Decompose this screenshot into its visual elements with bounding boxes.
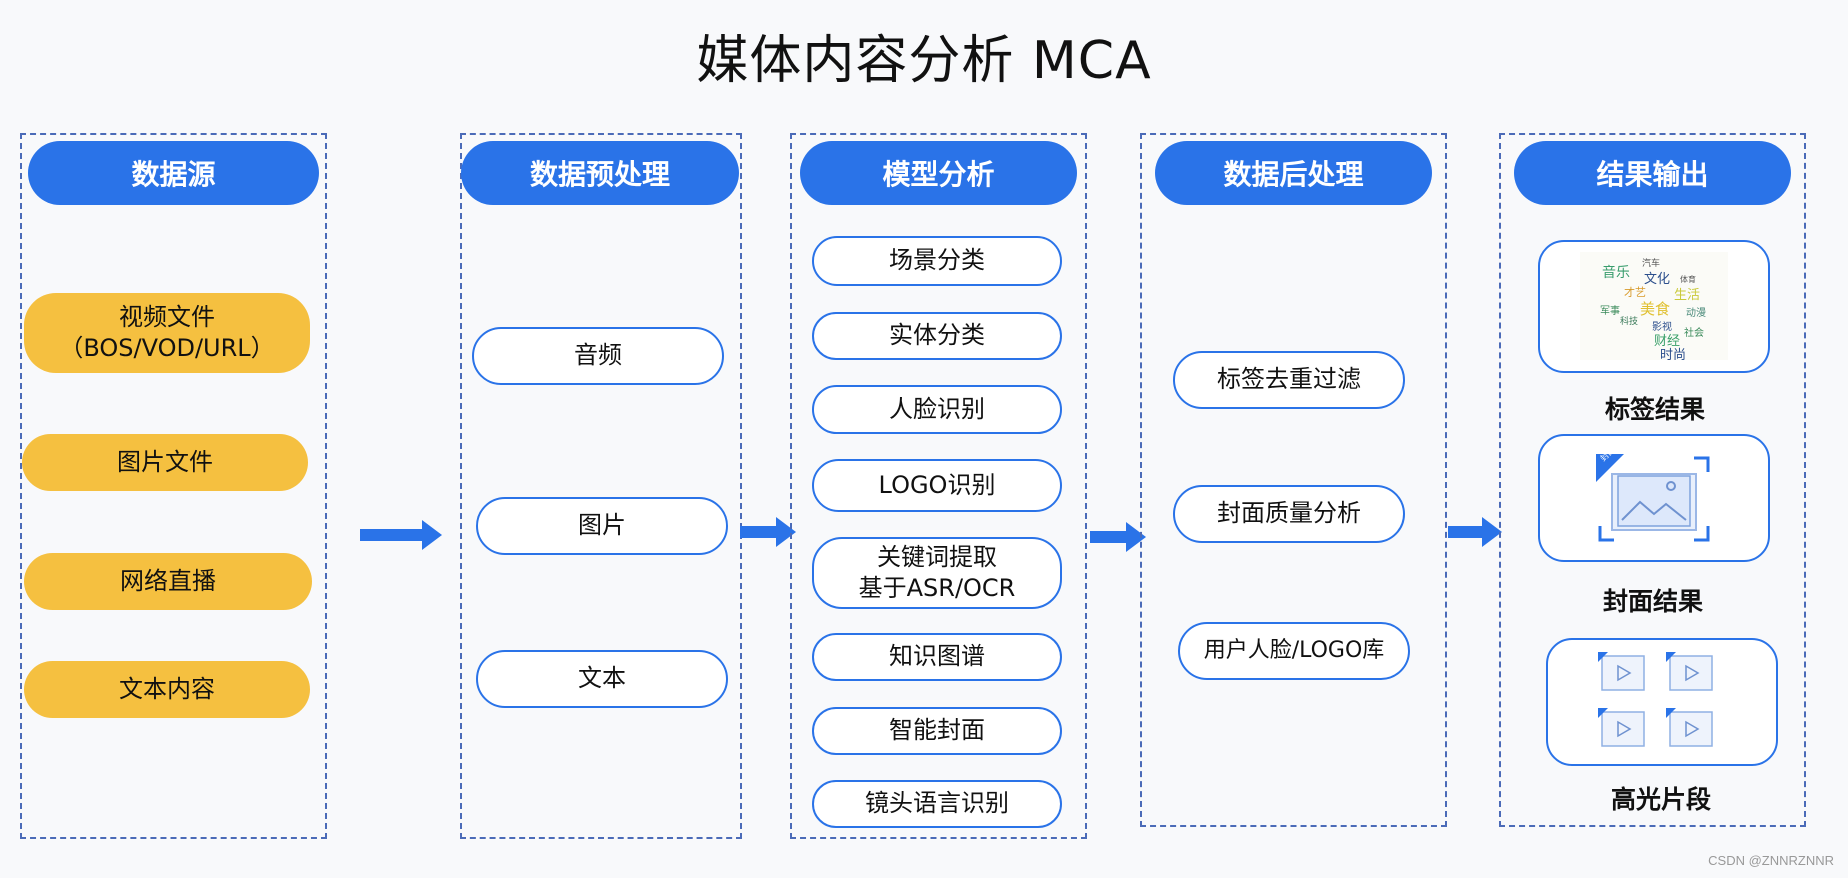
header-model-analysis: 模型分析 [800, 141, 1077, 205]
header-postprocess: 数据后处理 [1155, 141, 1432, 205]
item-audio: 音频 [472, 327, 724, 385]
word-cloud-word: 体育 [1680, 275, 1696, 284]
item-text-content: 文本内容 [24, 661, 310, 718]
arrow-icon [360, 520, 442, 550]
header-preprocess: 数据预处理 [461, 141, 739, 205]
item-dedup-label: 标签去重过滤 [1217, 365, 1361, 394]
word-cloud-word: 影视 [1652, 322, 1672, 333]
word-cloud: 音乐 汽车 文化 体育 才艺 生活 军事 美食 动漫 科技 影视 社会 财经 时… [1580, 252, 1728, 363]
video-clip-icon [1598, 708, 1645, 747]
item-cover-quality: 封面质量分析 [1173, 485, 1405, 543]
item-text: 文本 [476, 650, 728, 708]
column-model-analysis [790, 133, 1087, 839]
word-cloud-word: 文化 [1644, 272, 1671, 287]
item-cover-label: 智能封面 [889, 716, 985, 745]
word-cloud-word: 汽车 [1642, 259, 1661, 269]
item-image-file: 图片文件 [22, 434, 308, 491]
item-face-label: 人脸识别 [889, 394, 985, 423]
header-data-source: 数据源 [28, 141, 319, 205]
arrow-icon [1448, 517, 1502, 547]
column-result-output [1499, 133, 1806, 827]
video-clip-icon [1666, 708, 1713, 747]
item-scene-label: 场景分类 [889, 246, 985, 275]
video-clip-icon [1598, 652, 1645, 691]
watermark: CSDN @ZNNRZNNR [1708, 853, 1834, 868]
column-preprocess [460, 133, 742, 839]
highlight-result-label: 高光片段 [1610, 785, 1711, 814]
header-result-output: 结果输出 [1514, 141, 1791, 205]
word-cloud-word: 美食 [1640, 300, 1671, 318]
item-shot-language: 镜头语言识别 [812, 780, 1062, 828]
cover-result-label: 封面结果 [1602, 587, 1703, 616]
item-video-file-line2: （BOS/VOD/URL） [59, 334, 275, 362]
word-cloud-word: 科技 [1620, 317, 1639, 327]
word-cloud-word: 音乐 [1602, 265, 1630, 281]
item-face-recognition: 人脸识别 [812, 385, 1062, 434]
item-live-stream-label: 网络直播 [120, 566, 216, 595]
item-entity-label: 实体分类 [889, 321, 985, 350]
word-cloud-word: 财经 [1654, 334, 1681, 349]
column-data-source [20, 133, 327, 839]
item-video-file-line1: 视频文件 [119, 302, 215, 331]
item-logo-recognition: LOGO识别 [812, 459, 1062, 512]
page-title: 媒体内容分析 MCA [696, 31, 1152, 91]
item-entity-classification: 实体分类 [812, 312, 1062, 360]
tag-result-label: 标签结果 [1604, 395, 1705, 424]
item-lib-label: 用户人脸/LOGO库 [1203, 637, 1385, 663]
item-tag-dedup: 标签去重过滤 [1173, 351, 1405, 409]
word-cloud-word: 军事 [1600, 306, 1620, 317]
item-text-content-label: 文本内容 [119, 674, 215, 703]
item-image-label: 图片 [578, 511, 626, 540]
highlight-result-card [1546, 638, 1778, 766]
word-cloud-word: 动漫 [1686, 308, 1706, 319]
image-icon [1596, 454, 1710, 542]
item-audio-label: 音频 [574, 341, 622, 370]
item-keyword-extraction: 关键词提取 基于ASR/OCR [812, 537, 1062, 609]
column-postprocess [1140, 133, 1447, 827]
item-kg-label: 知识图谱 [889, 642, 985, 671]
word-cloud-word: 才艺 [1624, 286, 1646, 299]
item-user-face-logo-lib: 用户人脸/LOGO库 [1178, 622, 1410, 680]
arrow-icon [740, 517, 796, 547]
word-cloud-word: 生活 [1674, 288, 1701, 303]
item-live-stream: 网络直播 [24, 553, 312, 610]
item-knowledge-graph: 知识图谱 [812, 633, 1062, 681]
word-cloud-word: 时尚 [1660, 348, 1687, 363]
item-keyword-line1: 关键词提取 [877, 542, 997, 571]
word-cloud-word: 社会 [1684, 328, 1704, 339]
item-scene-classification: 场景分类 [812, 236, 1062, 286]
item-shot-label: 镜头语言识别 [865, 789, 1009, 818]
item-image-file-label: 图片文件 [117, 447, 213, 476]
item-logo-label: LOGO识别 [878, 470, 996, 499]
item-keyword-line2: 基于ASR/OCR [858, 574, 1016, 602]
item-text-label: 文本 [578, 664, 626, 693]
item-video-file: 视频文件 （BOS/VOD/URL） [24, 293, 310, 373]
item-image: 图片 [476, 497, 728, 555]
arrow-icon [1090, 522, 1146, 552]
video-clip-icon [1666, 652, 1713, 691]
item-quality-label: 封面质量分析 [1217, 499, 1361, 528]
item-smart-cover: 智能封面 [812, 707, 1062, 755]
